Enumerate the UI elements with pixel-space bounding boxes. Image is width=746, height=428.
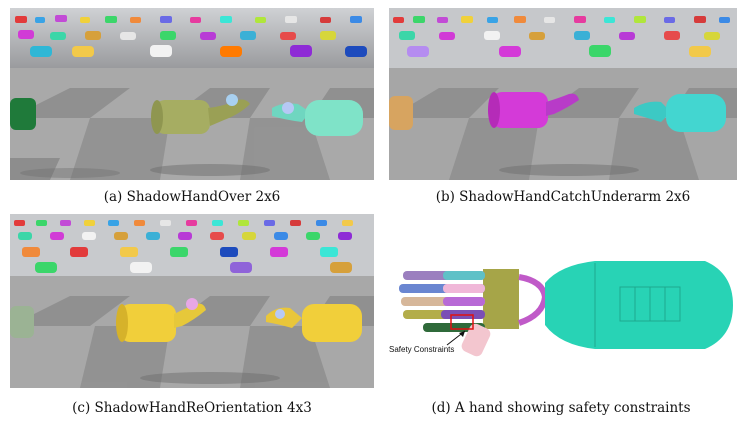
shadow-hand-reorientation-scene [10, 214, 374, 388]
panel-b-image [389, 8, 737, 180]
caption-a: (a) ShadowHandOver 2x6 [103, 189, 281, 205]
shadow-hand-over-scene [10, 8, 374, 180]
panel-a-image [10, 8, 374, 180]
shadow-hand-catch-underarm-scene [389, 8, 737, 180]
panel-d-image: Safety Constraints [385, 253, 737, 361]
caption-c: (c) ShadowHandReOrientation 4x3 [72, 400, 312, 416]
caption-d: (d) A hand showing safety constraints [431, 400, 691, 416]
panel-c-image [10, 214, 374, 388]
safety-constraints-hand: Safety Constraints [385, 253, 737, 361]
caption-b: (b) ShadowHandCatchUnderarm 2x6 [435, 189, 691, 205]
safety-constraints-label: Safety Constraints [389, 345, 454, 354]
